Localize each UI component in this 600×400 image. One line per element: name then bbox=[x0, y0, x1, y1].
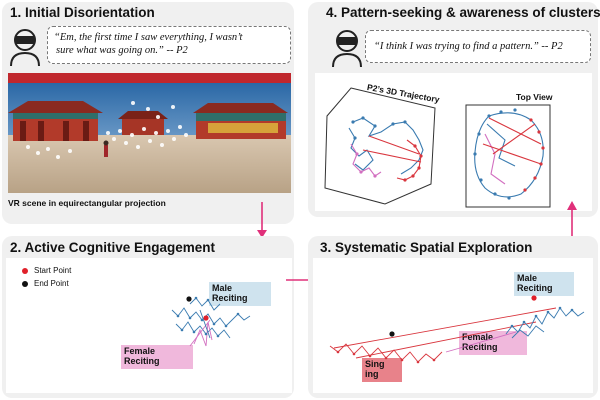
panel2-male-line1: Male bbox=[212, 283, 233, 293]
panel2-trajectory bbox=[171, 296, 251, 347]
panel3-start-point bbox=[531, 295, 537, 301]
panel3-end-point bbox=[389, 331, 395, 337]
panel2-female-line1: Female bbox=[124, 346, 156, 356]
legend-start-point: Start Point bbox=[22, 266, 71, 275]
panel3-female-line2: Reciting bbox=[462, 342, 498, 352]
panel2-end-point bbox=[186, 296, 192, 302]
panel1-title: 1. Initial Disorientation bbox=[10, 5, 155, 20]
top-view-plot bbox=[465, 104, 551, 208]
panel2-start-point bbox=[203, 315, 209, 321]
panel3-trajectory bbox=[329, 295, 585, 364]
panel1-quote-line2: sure what was going on.” -- P2 bbox=[56, 45, 188, 56]
panel4-plot-area bbox=[315, 73, 592, 211]
panel3-sing-line1: Sing bbox=[365, 359, 385, 369]
3d-trajectory-plot bbox=[324, 87, 436, 205]
panel2-title: 2. Active Cognitive Engagement bbox=[10, 240, 216, 255]
legend-end-point: End Point bbox=[22, 279, 69, 288]
panel2-plot-area bbox=[6, 258, 292, 393]
panel2-male-line2: Reciting bbox=[212, 293, 248, 303]
vr-scene-image bbox=[8, 73, 291, 193]
panel4-quote-text: “I think I was trying to find a pattern.… bbox=[374, 41, 563, 52]
legend-start-label: Start Point bbox=[34, 266, 72, 275]
panel3-female-line1: Female bbox=[462, 332, 494, 342]
vr-headset-user-icon bbox=[10, 29, 40, 67]
panel3-singing-label: Sing ing bbox=[362, 358, 402, 382]
vr-headset-user-icon bbox=[332, 30, 362, 68]
end-point-marker bbox=[22, 280, 28, 287]
legend-end-label: End Point bbox=[34, 279, 69, 288]
panel1-quote: “Em, the first time I saw everything, I … bbox=[47, 26, 291, 64]
panel4-top-view-label: Top View bbox=[516, 92, 553, 102]
panel2-female-line2: Reciting bbox=[124, 356, 160, 366]
panel3-title: 3. Systematic Spatial Exploration bbox=[320, 240, 533, 255]
panel3-male-line2: Reciting bbox=[517, 283, 553, 293]
panel1-quote-line1: “Em, the first time I saw everything, I … bbox=[54, 32, 243, 43]
panel3-male-reciting-label: Male Reciting bbox=[514, 272, 574, 296]
panel3-sing-line2: ing bbox=[365, 369, 379, 379]
start-point-marker bbox=[22, 267, 28, 274]
panel4-title: 4. Pattern-seeking & awareness of cluste… bbox=[326, 5, 600, 20]
panel3-male-line1: Male bbox=[517, 273, 538, 283]
panel2-female-reciting-label: Female Reciting bbox=[121, 345, 193, 369]
panel1-caption: VR scene in equirectangular projection bbox=[8, 198, 166, 208]
arrow-down bbox=[257, 202, 267, 238]
panel2-male-reciting-label: Male Reciting bbox=[209, 282, 271, 306]
panel4-quote: “I think I was trying to find a pattern.… bbox=[365, 30, 591, 63]
